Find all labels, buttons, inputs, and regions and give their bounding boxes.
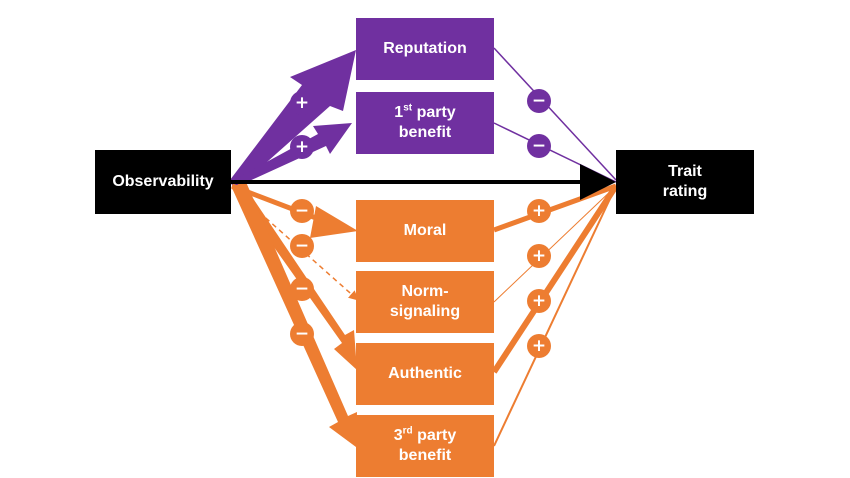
sign-badge-observability-first-party-benefit: + [290,135,314,159]
node-trait-rating-line-2: rating [662,183,708,200]
node-moral-label: Moral [403,222,447,239]
node-third-party-benefit-line-2: benefit [398,447,452,464]
node-trait-rating: Trait rating [616,150,754,214]
ordinal-rest: party [417,427,457,444]
sign-badge-observability-authentic: − [290,277,314,301]
ordinal-number: 1 [394,104,404,121]
path-observability-to-first-party-benefit [230,123,352,188]
path-observability-to-third-party-benefit [232,182,357,447]
sign-badge-observability-moral: − [290,199,314,223]
path-reputation-to-trait-rating [493,47,617,181]
path-observability-to-reputation [230,50,356,186]
sign-badge-observability-reputation: + [290,91,314,115]
ordinal-rest: party [416,104,456,121]
ordinal-suffix: st [403,102,413,114]
node-norm-signaling: Norm- signaling [356,271,494,333]
node-moral: Moral [356,200,494,262]
path-third-party-benefit-to-trait-rating [493,185,617,447]
node-reputation-label: Reputation [383,40,467,57]
path-observability-to-moral-head [310,206,358,238]
sign-badge-observability-norm-signaling: − [290,234,314,258]
sign-badge-third-party-benefit-trait-rating: + [527,334,551,358]
node-first-party-benefit-line-2: benefit [398,124,452,141]
sign-badge-first-party-benefit-trait-rating: − [527,134,551,158]
node-observability-label: Observability [112,173,214,190]
ordinal-suffix: rd [402,425,413,437]
sign-badge-norm-signaling-trait-rating: + [527,244,551,268]
sign-badge-reputation-trait-rating: − [527,89,551,113]
sign-badge-moral-trait-rating: + [527,199,551,223]
node-authentic: Authentic [356,343,494,405]
node-third-party-benefit-line-1: 3rd party [394,426,456,446]
path-norm-signaling-to-trait-rating [493,185,617,303]
path-authentic-to-trait-rating [491,184,619,374]
node-first-party-benefit-line-1: 1st party [394,103,455,123]
path-first-party-benefit-to-trait-rating [493,122,617,183]
node-reputation: Reputation [356,18,494,80]
node-first-party-benefit: 1st party benefit [356,92,494,154]
node-observability: Observability [95,150,231,214]
ordinal-number: 3 [393,427,403,444]
sign-badge-authentic-trait-rating: + [527,289,551,313]
node-norm-signaling-line-2: signaling [389,303,461,320]
sign-badge-observability-third-party-benefit: − [290,322,314,346]
node-third-party-benefit: 3rd party benefit [356,415,494,477]
node-norm-signaling-line-1: Norm- [401,283,449,300]
node-trait-rating-line-1: Trait [668,163,702,180]
node-authentic-label: Authentic [388,365,462,382]
